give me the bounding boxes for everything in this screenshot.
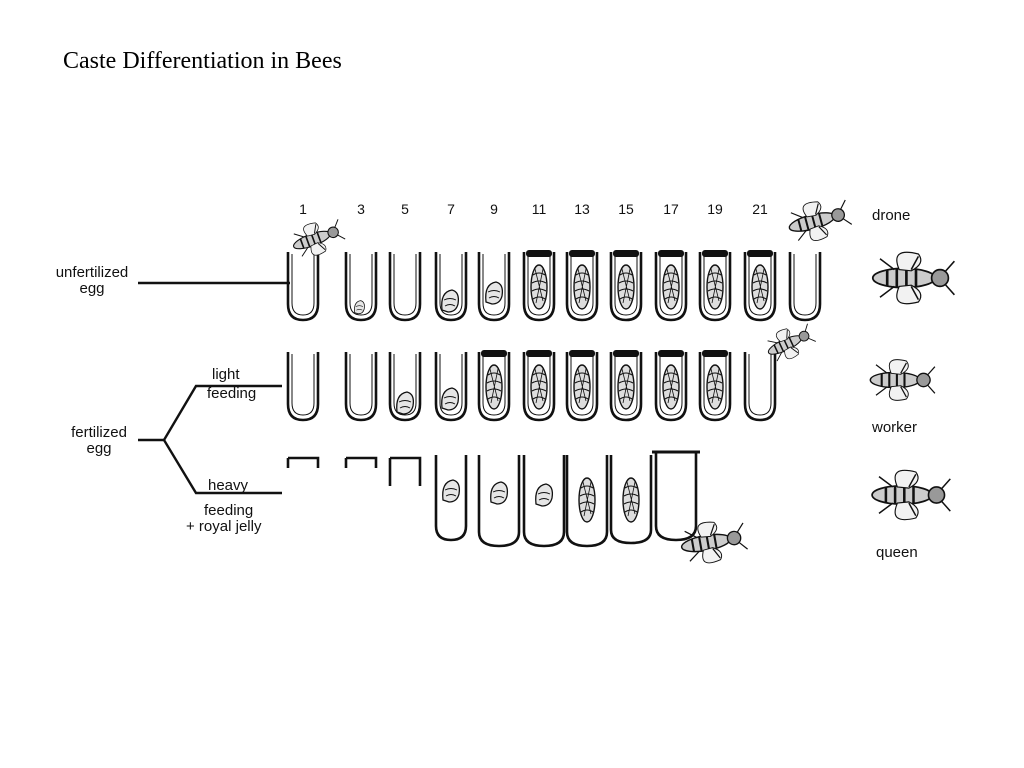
unfertilized-line2: egg (79, 280, 105, 297)
adult-bee-icons (869, 250, 956, 521)
unfertilized-egg-label: unfertilized egg (44, 265, 140, 297)
heavy-line1: heavy (208, 477, 249, 494)
drone-development-row (286, 192, 855, 322)
day-label: 13 (574, 201, 590, 217)
day-label: 5 (401, 201, 409, 217)
connector-lines (138, 281, 290, 495)
worker-label: worker (872, 419, 918, 436)
fertilized-line2: egg (86, 440, 112, 457)
queen-development-row (286, 450, 700, 548)
day-label: 7 (447, 201, 455, 217)
day-label: 3 (357, 201, 365, 217)
drone-label: drone (872, 207, 911, 224)
light-line1: light (212, 366, 240, 383)
heavy-line3: + royal jelly (186, 518, 262, 535)
day-label: 19 (707, 201, 723, 217)
heavy-line2: feeding (204, 502, 254, 519)
unfertilized-line1: unfertilized (55, 264, 129, 281)
day-label: 17 (663, 201, 679, 217)
fertilized-egg-label: fertilized egg (58, 425, 140, 457)
fertilized-line1: fertilized (71, 424, 127, 441)
heavy-feeding-label: heavy feeding + royal jelly (186, 478, 261, 535)
day-label: 15 (618, 201, 634, 217)
worker-development-row (286, 318, 819, 422)
day-label: 11 (531, 201, 547, 217)
slide-title: Caste Differentiation in Bees (63, 48, 342, 74)
queen-larvae (442, 477, 750, 569)
day-label: 9 (490, 201, 498, 217)
light-feeding-label: light feeding (207, 367, 256, 402)
day-label: 1 (299, 201, 307, 217)
light-line2: feeding (207, 385, 257, 402)
queen-label: queen (876, 544, 918, 561)
day-label: 21 (752, 201, 768, 217)
